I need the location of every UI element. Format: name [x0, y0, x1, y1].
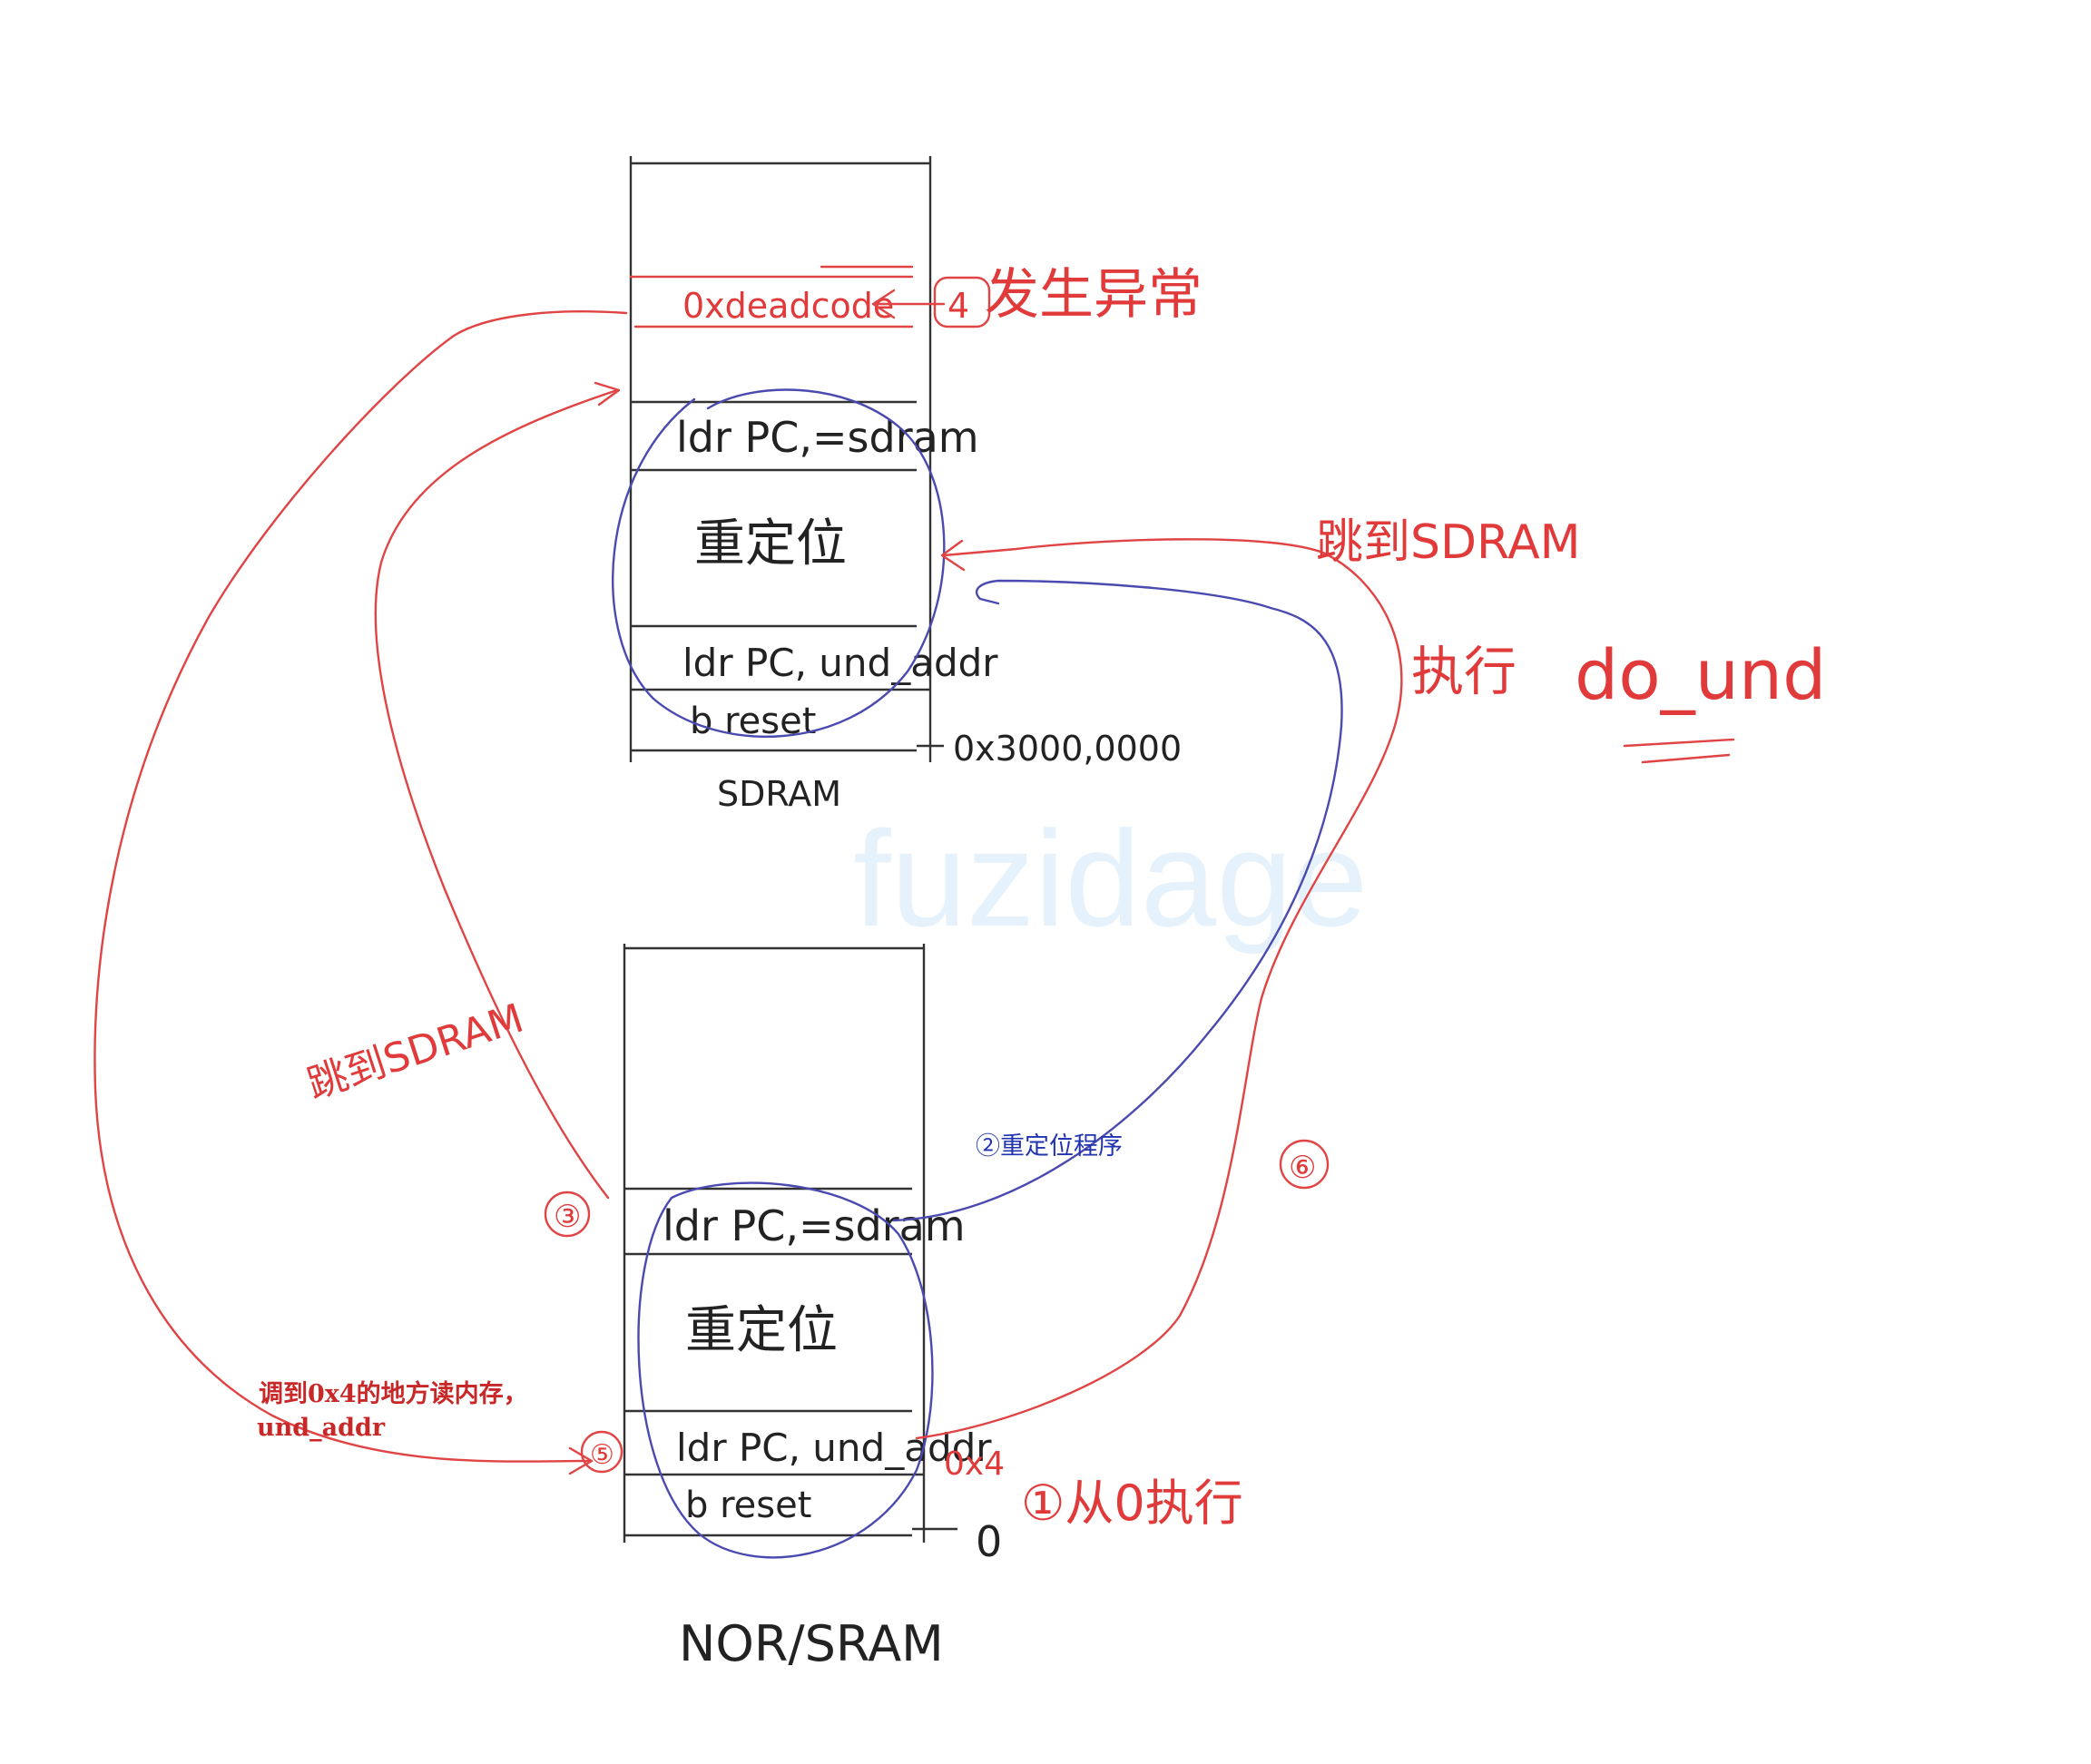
- sdram-ldr-und-cell: ldr PC, und_addr: [682, 641, 998, 685]
- sdram-block-label: SDRAM: [717, 774, 841, 814]
- step5-arrowhead: [568, 1446, 594, 1475]
- nor-block-label: NOR/SRAM: [679, 1615, 944, 1672]
- nor-ldr-und-cell: ldr PC, und_addr: [676, 1426, 992, 1470]
- exec-func-underline-2: [1641, 753, 1731, 764]
- sdram-memory-block: 0xdeadcode ldr PC,=sdram 重定位 ldr PC, und…: [629, 156, 1182, 814]
- step6-arrowhead: [940, 539, 966, 572]
- relocation-flow-blue: ②重定位程序: [612, 388, 1343, 1559]
- nor-address-0x4: 0x4: [944, 1446, 1005, 1483]
- exec-prefix-label: 执行: [1411, 641, 1517, 702]
- step5-marker-circle: [580, 1430, 623, 1474]
- exec-func-label: do_und: [1575, 634, 1826, 715]
- nor-relocate-loop: [637, 1181, 934, 1559]
- nor-ldr-sdram-cell: ldr PC,=sdram: [663, 1201, 966, 1250]
- step6-marker-circle: [1279, 1139, 1330, 1190]
- jump-sdram-label: 跳到SDRAM: [1316, 515, 1581, 570]
- step4-arrowhead: [871, 289, 896, 319]
- step3-number: ③: [554, 1199, 581, 1235]
- nor-relocate-cell: 重定位: [685, 1301, 838, 1360]
- step5-label-line1: 调到0x4的地方读内存，: [259, 1379, 528, 1408]
- step6-jump-arc: [915, 538, 1403, 1440]
- step5-number: ⑤: [590, 1439, 614, 1471]
- sdram-relocate-loop: [612, 388, 946, 738]
- relocate-copy-arrow: [892, 579, 1343, 1222]
- sdram-ldr-sdram-cell: ldr PC,=sdram: [676, 413, 979, 462]
- step4-exception-label: 发生异常: [985, 263, 1203, 327]
- step5-outer-arc: [93, 310, 628, 1463]
- step4-marker-box: [933, 276, 991, 328]
- step5-label-line2: und_addr: [257, 1414, 386, 1442]
- step6-number: ⑥: [1289, 1150, 1316, 1186]
- step3-jump-label: 跳到SDRAM: [302, 995, 529, 1109]
- exec-func-underline-1: [1623, 738, 1735, 748]
- sdram-relocate-cell: 重定位: [694, 514, 847, 573]
- nor-b-reset-cell: b reset: [685, 1485, 811, 1526]
- step3-jump-arc: [374, 388, 619, 1200]
- step4-number: 4: [947, 286, 969, 326]
- nor-sram-memory-block: ldr PC,=sdram 重定位 ldr PC, und_addr b res…: [623, 944, 1005, 1672]
- nor-address-0: 0: [976, 1517, 1002, 1566]
- sdram-base-address: 0x3000,0000: [953, 729, 1182, 769]
- sdram-deadcode-cell: 0xdeadcode: [682, 286, 894, 326]
- step2-relocate-label: ②重定位程序: [976, 1132, 1123, 1161]
- step3-arrowhead: [594, 381, 621, 407]
- step3-marker-circle: [544, 1191, 591, 1238]
- step1-exec-from-zero: ①从0执行: [1021, 1475, 1243, 1532]
- watermark-text: fuzidage: [853, 802, 1368, 955]
